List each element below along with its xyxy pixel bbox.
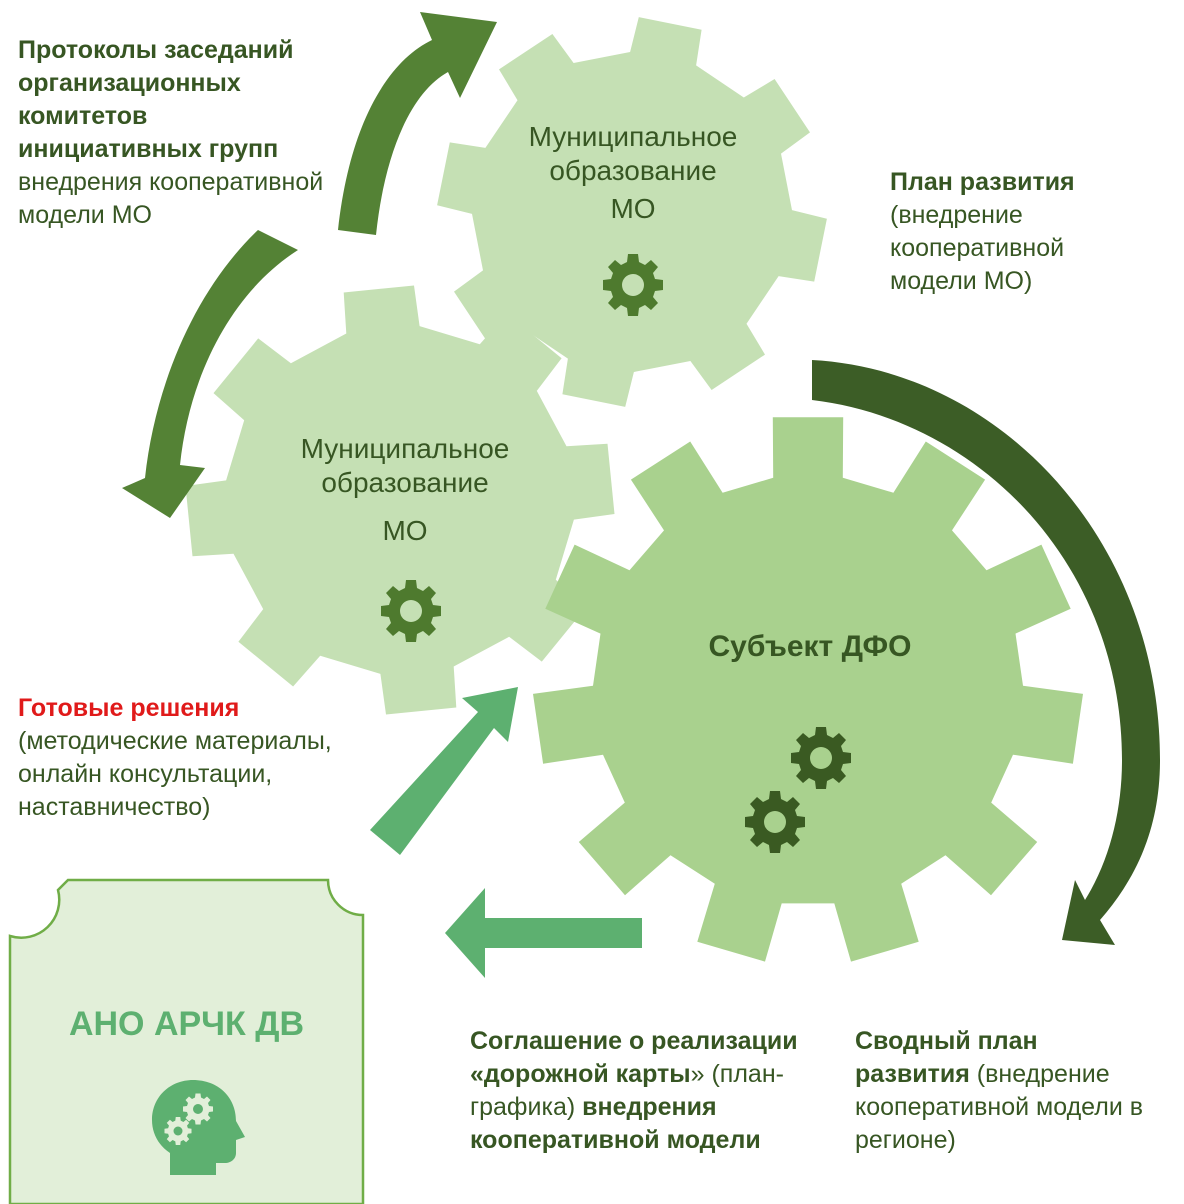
summary-rest-3: кооперативной модели в xyxy=(855,1093,1144,1121)
gear-main-title: Субъект ДФО xyxy=(708,630,912,663)
gear-top-label: Муниципальное образование МО xyxy=(478,120,788,226)
gear-icon-left xyxy=(381,580,441,642)
ready-bold-1: Готовые решения xyxy=(18,694,240,722)
plan-bold-1: План развития xyxy=(890,168,1075,196)
head-gears-icon xyxy=(152,1080,245,1175)
ready-text: Готовые решения (методические материалы,… xyxy=(18,692,332,824)
protocols-bold-1: Протоколы заседаний xyxy=(18,36,294,64)
ready-rest-2: онлайн консультации, xyxy=(18,760,273,788)
agreement-bold-4: кооперативной модели xyxy=(470,1126,761,1154)
protocols-rest-1: внедрения кооперативной xyxy=(18,168,324,196)
ready-rest-1: (методические материалы, xyxy=(18,727,332,755)
summary-bold-2: развития xyxy=(855,1060,970,1088)
org-box-title: АНО АРЧК ДВ xyxy=(68,1005,305,1043)
gear-top xyxy=(437,17,827,407)
gear-top-line1: Муниципальное xyxy=(528,121,738,152)
summary-bold-1: Сводный план xyxy=(855,1027,1038,1055)
plan-text: План развития (внедрение кооперативной м… xyxy=(890,166,1075,298)
protocols-bold-4: инициативных групп xyxy=(18,135,279,163)
agreement-bold-2: «дорожной карты xyxy=(470,1060,691,1088)
gear-left xyxy=(185,285,615,715)
agreement-rest-3: графика) xyxy=(470,1093,583,1121)
arrow-arc-right xyxy=(812,360,1160,945)
gears-icon-main-upper xyxy=(791,727,851,789)
gear-left-line2: образование xyxy=(321,467,489,498)
agreement-text: Соглашение о реализации «дорожной карты»… xyxy=(470,1025,798,1157)
agreement-bold-3: внедрения xyxy=(582,1093,717,1121)
arrow-up-right xyxy=(370,687,518,855)
protocols-rest-2: модели МО xyxy=(18,201,152,229)
plan-rest-3: модели МО) xyxy=(890,267,1033,295)
summary-text: Сводный план развития (внедрение коопера… xyxy=(855,1025,1143,1157)
arrow-left xyxy=(445,888,642,978)
summary-rest-4: регионе) xyxy=(855,1126,956,1154)
arrow-curved-down xyxy=(122,230,298,518)
plan-rest-2: кооперативной xyxy=(890,234,1065,262)
gear-left-abbr: МО xyxy=(382,515,428,546)
gear-left-label: Муниципальное образование МО xyxy=(250,432,560,548)
gear-top-abbr: МО xyxy=(610,193,656,224)
gear-top-line2: образование xyxy=(549,155,717,186)
gears-icon-main-lower xyxy=(745,791,805,853)
gear-main xyxy=(533,417,1083,962)
arrow-curved-up xyxy=(338,12,497,235)
gear-icon-top xyxy=(603,254,663,316)
protocols-bold-2: организационных xyxy=(18,69,241,97)
agreement-rest-2: » (план- xyxy=(690,1060,784,1088)
summary-rest-2: (внедрение xyxy=(969,1060,1110,1088)
protocols-bold-3: комитетов xyxy=(18,102,148,130)
org-box xyxy=(8,878,365,1204)
agreement-bold-1: Соглашение о реализации xyxy=(470,1027,798,1055)
gear-left-line1: Муниципальное xyxy=(300,433,510,464)
ready-rest-3: наставничество) xyxy=(18,793,211,821)
protocols-text: Протоколы заседаний организационных коми… xyxy=(18,34,323,232)
plan-rest-1: (внедрение xyxy=(890,201,1023,229)
